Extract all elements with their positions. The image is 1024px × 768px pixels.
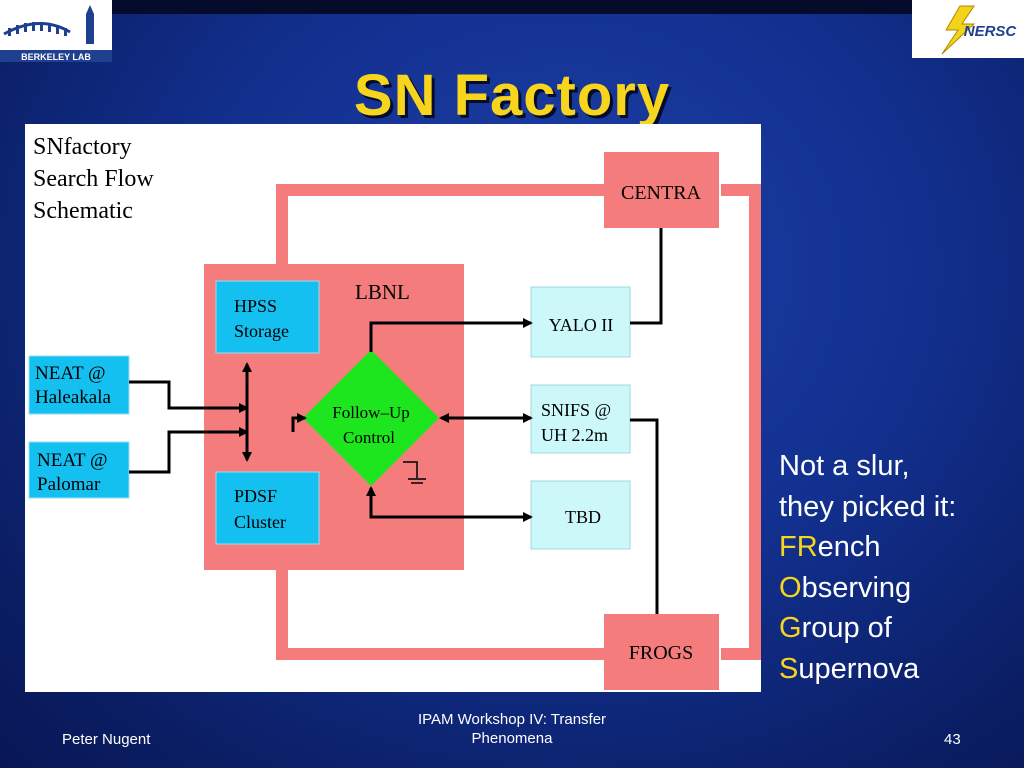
hpss-sublabel: Storage [234,321,289,341]
tbd-box [530,480,631,550]
note-line-g: Group of [779,612,892,644]
slide-title: SN Factory [353,63,671,128]
followup-label: Follow–Up [332,403,409,422]
snifs-label: SNIFS @ [541,400,611,420]
acronym-note: Not a slur, they picked it: FRench Obser… [779,446,1019,689]
diagram-heading-line3: Schematic [33,198,133,224]
lbnl-label: LBNL [355,280,410,304]
note-line-s: Supernova [779,652,920,685]
followup-sublabel: Control [343,428,395,447]
berkeley-lab-logo: BERKELEY LAB [0,0,112,62]
followup-control-diamond [303,350,439,486]
yalo-label: YALO II [549,315,614,335]
pdsf-label: PDSF [234,486,277,506]
neat-haleakala-label: NEAT @ [35,363,105,384]
neat-haleakala-sublabel: Haleakala [35,387,112,408]
flow-connectors [129,228,663,614]
diagram-heading-line2: Search Flow [33,166,154,192]
note-line: Not a slur, [779,450,910,482]
note-line-fr: FRench [779,531,881,563]
schematic-diagram: LBNL CENTRA FROGS HPSS Storage PDSF Clus… [25,124,761,692]
neat-palomar-box [28,441,130,499]
data-loop-bars [276,184,761,660]
nersc-logo-text: NERSC [964,23,1018,40]
neat-palomar-label: NEAT @ [37,450,107,471]
nersc-logo: NERSC [912,0,1024,58]
top-bar [0,0,1024,14]
snifs-box [530,384,631,454]
footer-event-line1: IPAM Workshop IV: Transfer [417,711,607,728]
note-line-o: Observing [779,571,912,604]
neat-haleakala-box [28,355,130,415]
frogs-label: FROGS [629,642,693,664]
hpss-box [215,280,320,354]
centra-box [604,152,719,228]
footer-author: Peter Nugent [62,731,151,748]
pdsf-sublabel: Cluster [234,512,286,532]
hpss-label: HPSS [234,296,277,316]
note-line: they picked it: [779,490,957,523]
page-number: 43 [944,731,961,748]
snifs-sublabel: UH 2.2m [541,425,608,445]
berkeley-logo-text: BERKELEY LAB [21,52,91,62]
tbd-label: TBD [565,507,601,527]
pdsf-box [215,471,320,545]
footer-event: IPAM Workshop IV: Transfer Phenomena [362,710,662,748]
centra-label: CENTRA [621,182,702,204]
frogs-box [604,614,719,690]
diagram-heading-line1: SNfactory [33,134,132,160]
footer-event-line2: Phenomena [471,730,553,747]
neat-palomar-sublabel: Palomar [37,474,101,495]
